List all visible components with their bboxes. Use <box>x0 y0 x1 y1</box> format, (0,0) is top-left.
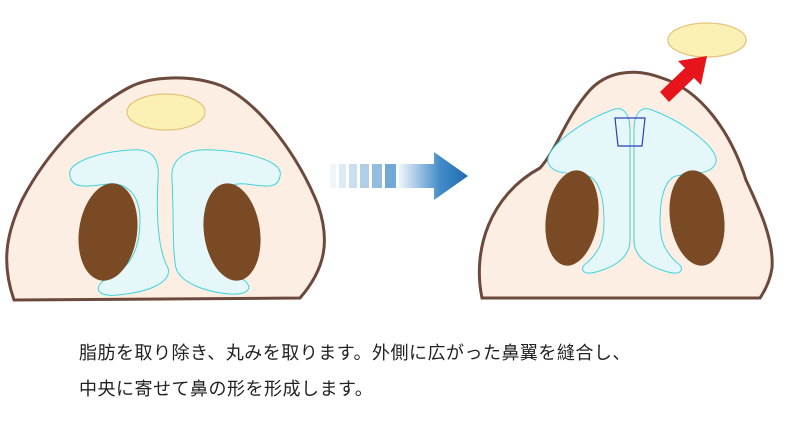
before-fat-pad <box>126 93 206 131</box>
caption-line-1: 脂肪を取り除き、丸みを取ります。外側に広がった鼻翼を縫合し、 <box>79 343 631 364</box>
nose-procedure-diagram <box>5 22 774 302</box>
suture-marker <box>614 117 646 147</box>
after-right-cartilage <box>633 108 717 274</box>
after-left-cartilage <box>547 108 631 274</box>
up-right-arrow-icon <box>660 56 707 102</box>
procedure-caption: 脂肪を取り除き、丸みを取ります。外側に広がった鼻翼を縫合し、 中央に寄せて鼻の形… <box>79 336 769 408</box>
after-left-nostril <box>545 170 599 266</box>
before-left-cartilage <box>69 149 169 296</box>
before-left-nostril <box>78 183 138 281</box>
right-arrow-icon <box>330 152 468 200</box>
before-nose <box>5 76 326 302</box>
after-nose <box>477 70 774 300</box>
before-right-nostril <box>203 183 261 281</box>
caption-line-2: 中央に寄せて鼻の形を形成します。 <box>79 379 374 400</box>
removed-fat-pad <box>667 22 747 58</box>
after-right-nostril <box>669 170 725 266</box>
